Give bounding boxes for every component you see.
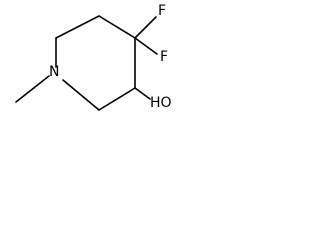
bond-c6-f-lower	[134, 37, 158, 55]
atom-label-fluorine-upper: F	[158, 3, 166, 19]
bond-c1-c6	[98, 15, 136, 39]
bond-c4-n	[62, 79, 100, 111]
atom-label-nitrogen: N	[49, 64, 59, 80]
bond-c5-c4	[98, 87, 136, 111]
bond-c6-f-upper	[134, 16, 157, 39]
molecule-canvas: F F N HO	[15, 3, 172, 111]
atom-label-fluorine-lower: F	[160, 49, 168, 65]
structure-diagram: F F N HO	[0, 0, 188, 135]
bond-n-methyl	[15, 75, 50, 103]
bond-c2-c1	[55, 15, 100, 39]
bond-c5-oh	[134, 87, 151, 100]
atom-label-hydroxyl: HO	[150, 95, 172, 111]
